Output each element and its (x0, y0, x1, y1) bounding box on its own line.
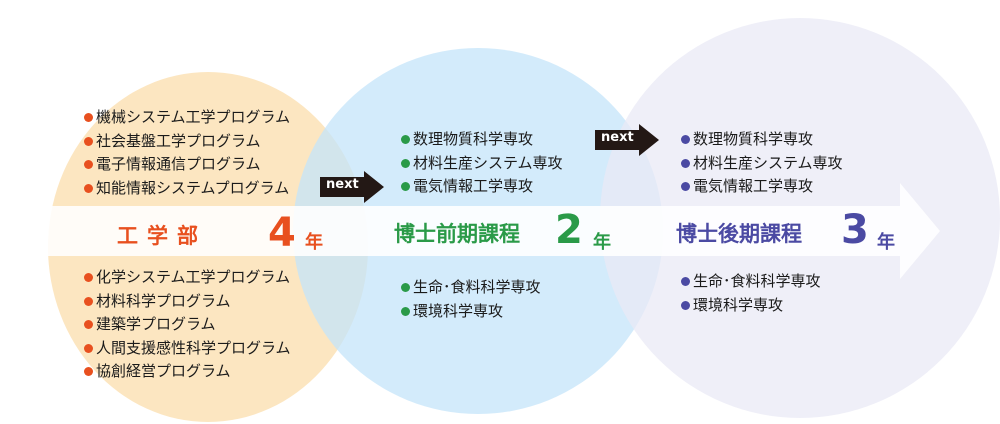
major-name: 材料生産システム専攻 (413, 153, 563, 172)
major-name: 数理物質科学専攻 (413, 130, 534, 148)
list-item: 生命･食料科学専攻 (681, 270, 821, 294)
list-item: 建築学プログラム (84, 313, 291, 337)
bullet-icon (84, 367, 93, 377)
bullet-icon (84, 273, 93, 283)
major-name: 生命･食料科学専攻 (413, 278, 541, 296)
list-item: 環境科学専攻 (401, 300, 541, 324)
bullet-icon (84, 183, 93, 193)
program-name: 建築学プログラム (96, 315, 216, 333)
bullet-icon (84, 320, 93, 330)
program-name: 協創経営プログラム (96, 362, 231, 380)
bullet-icon (401, 306, 410, 316)
bullet-icon (84, 296, 93, 306)
bullet-icon (84, 160, 93, 170)
bullet-icon (681, 182, 690, 192)
major-name: 生命･食料科学専攻 (693, 272, 821, 290)
list-item: 機械システム工学プログラム (84, 106, 290, 130)
doctor-title: 博士後期課程 (676, 222, 802, 246)
list-item: 知能情報システムプログラム (84, 177, 290, 201)
major-name: 数理物質科学専攻 (693, 130, 814, 148)
next-label: next (601, 130, 634, 145)
undergrad-programs-bottom: 化学システム工学プログラム 材料科学プログラム 建築学プログラム 人間支援感性科… (84, 266, 291, 384)
master-majors-bottom: 生命･食料科学専攻 環境科学専攻 (401, 276, 541, 323)
list-item: 環境科学専攻 (681, 294, 821, 318)
program-name: 化学システム工学プログラム (96, 268, 291, 286)
bullet-icon (681, 135, 690, 145)
major-name: 電気情報工学専攻 (693, 177, 814, 195)
bullet-icon (401, 158, 410, 168)
doctor-majors-bottom: 生命･食料科学専攻 環境科学専攻 (681, 270, 821, 317)
list-item: 材料生産システム専攻 (681, 152, 843, 176)
arrow-right-icon (320, 171, 384, 203)
major-name: 電気情報工学専攻 (413, 177, 534, 195)
next-arrow-1: next (320, 171, 384, 203)
bullet-icon (84, 136, 93, 146)
undergrad-programs-top: 機械システム工学プログラム 社会基盤工学プログラム 電子情報通信プログラム 知能… (84, 106, 290, 200)
list-item: 数理物質科学専攻 (401, 128, 563, 152)
next-arrow-2: next (595, 124, 659, 156)
program-name: 人間支援感性科学プログラム (96, 338, 291, 357)
bullet-icon (401, 135, 410, 145)
list-item: 協創経営プログラム (84, 360, 291, 384)
bullet-icon (84, 343, 93, 353)
undergrad-years: 4 (268, 210, 296, 256)
bullet-icon (84, 113, 93, 123)
doctor-years: 3 (841, 207, 869, 253)
major-name: 材料生産システム専攻 (693, 153, 843, 172)
program-name: 社会基盤工学プログラム (96, 131, 261, 150)
doctor-years-unit: 年 (877, 232, 895, 253)
list-item: 電子情報通信プログラム (84, 153, 290, 177)
master-years-unit: 年 (593, 232, 611, 253)
bullet-icon (681, 158, 690, 168)
list-item: 材料科学プログラム (84, 290, 291, 314)
list-item: 数理物質科学専攻 (681, 128, 843, 152)
master-years: 2 (555, 207, 583, 253)
major-name: 環境科学専攻 (413, 301, 504, 320)
list-item: 電気情報工学専攻 (401, 175, 563, 199)
bullet-icon (681, 300, 690, 310)
program-name: 電子情報通信プログラム (96, 155, 261, 173)
bullet-icon (681, 277, 690, 287)
doctor-majors-top: 数理物質科学専攻 材料生産システム専攻 電気情報工学専攻 (681, 128, 843, 199)
list-item: 電気情報工学専攻 (681, 175, 843, 199)
master-majors-top: 数理物質科学専攻 材料生産システム専攻 電気情報工学専攻 (401, 128, 563, 199)
next-label: next (326, 177, 359, 192)
program-name: 機械システム工学プログラム (96, 108, 291, 126)
list-item: 化学システム工学プログラム (84, 266, 291, 290)
bullet-icon (401, 182, 410, 192)
list-item: 人間支援感性科学プログラム (84, 337, 291, 361)
undergrad-title: 工学部 (117, 224, 207, 248)
master-title: 博士前期課程 (394, 222, 520, 246)
undergrad-years-unit: 年 (305, 232, 323, 253)
program-name: 知能情報システムプログラム (96, 178, 290, 197)
list-item: 材料生産システム専攻 (401, 152, 563, 176)
bullet-icon (401, 283, 410, 293)
major-name: 環境科学専攻 (693, 295, 784, 314)
list-item: 社会基盤工学プログラム (84, 130, 290, 154)
list-item: 生命･食料科学専攻 (401, 276, 541, 300)
arrow-right-icon (595, 124, 659, 156)
program-name: 材料科学プログラム (96, 291, 231, 310)
